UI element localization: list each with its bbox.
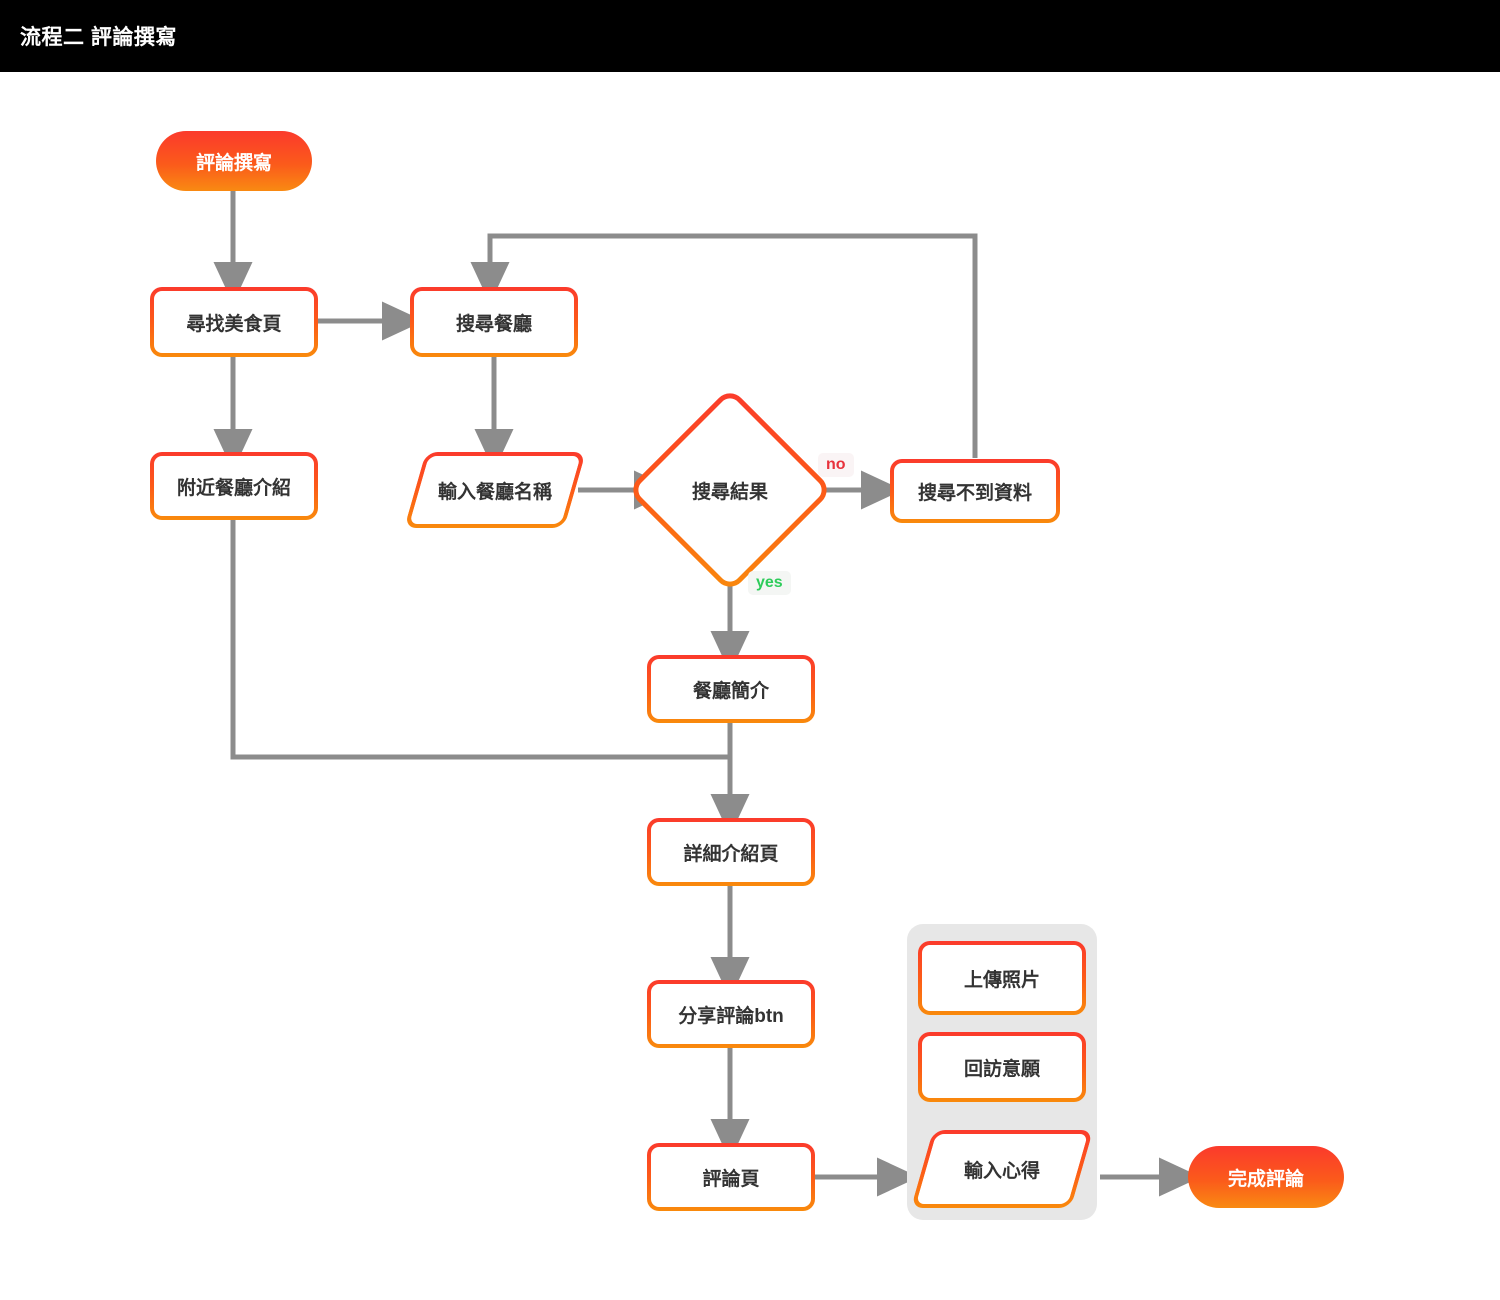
node-upload-photo-label: 上傳照片 [963,969,1040,991]
node-finish-label: 完成評論 [1227,1168,1304,1190]
node-restaurant-brief[interactable]: 餐廳簡介 [647,655,815,723]
node-detail-page[interactable]: 詳細介紹頁 [647,818,815,886]
node-search-restaurant-label: 搜尋餐廳 [455,313,532,335]
node-restaurant-brief-label: 餐廳簡介 [692,680,769,702]
node-share-review-btn[interactable]: 分享評論btn [647,980,815,1048]
node-nearby-intro[interactable]: 附近餐廳介紹 [150,452,318,520]
node-nearby-intro-label: 附近餐廳介紹 [176,477,291,499]
page-title: 流程二 評論撰寫 [20,26,177,49]
node-not-found-label: 搜尋不到資料 [917,482,1032,504]
node-find-food-page[interactable]: 尋找美食頁 [150,287,318,357]
node-search-result[interactable]: 搜尋結果 [626,386,834,594]
node-share-review-btn-label: 分享評論btn [678,1005,784,1027]
node-input-restaurant-name-label: 輸入餐廳名稱 [437,481,552,503]
node-search-restaurant[interactable]: 搜尋餐廳 [410,287,578,357]
node-review-page[interactable]: 評論頁 [647,1143,815,1211]
node-not-found[interactable]: 搜尋不到資料 [890,459,1060,523]
node-start[interactable]: 評論撰寫 [156,131,312,191]
node-review-page-label: 評論頁 [702,1168,760,1190]
node-find-food-page-label: 尋找美食頁 [186,313,282,335]
node-input-thoughts-label: 輸入心得 [963,1160,1040,1182]
node-upload-photo[interactable]: 上傳照片 [918,941,1086,1015]
node-search-result-label: 搜尋結果 [691,481,768,503]
edge-label-no: no [818,453,854,477]
node-input-thoughts[interactable]: 輸入心得 [910,1130,1094,1208]
node-input-restaurant-name[interactable]: 輸入餐廳名稱 [404,452,586,528]
edge-label-yes: yes [748,571,791,595]
node-revisit-intent-label: 回訪意願 [963,1058,1040,1080]
node-start-label: 評論撰寫 [195,152,272,174]
edge-nearby-intro-to-detail-page [230,519,730,760]
edge-not-found-to-search-restaurant [470,233,978,458]
node-detail-page-label: 詳細介紹頁 [683,843,779,865]
node-finish[interactable]: 完成評論 [1188,1146,1344,1208]
header-bar: 流程二 評論撰寫 [0,0,1500,72]
node-revisit-intent[interactable]: 回訪意願 [918,1032,1086,1102]
